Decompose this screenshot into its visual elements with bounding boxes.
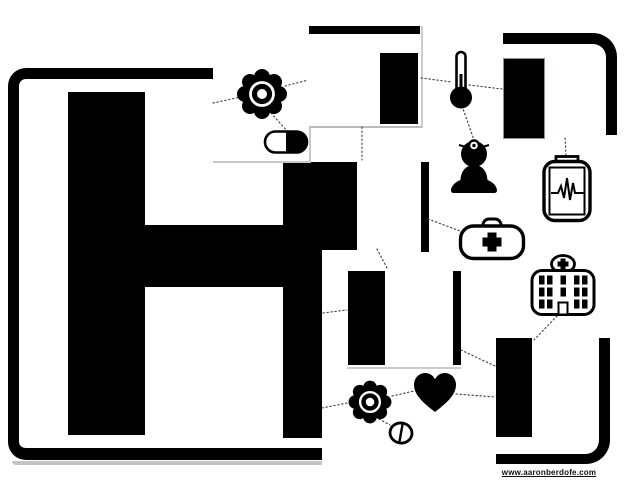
germ-flower-icon <box>346 378 394 426</box>
connector-line <box>564 137 567 156</box>
placeholder-rect <box>380 53 418 124</box>
connector-line <box>284 79 309 87</box>
placeholder-bar <box>453 271 461 365</box>
connector-line <box>468 84 503 90</box>
thermometer-icon <box>448 50 474 110</box>
heart-icon <box>412 371 458 415</box>
h-right-bar-lower <box>283 250 322 438</box>
first-aid-kit-icon <box>458 217 526 261</box>
first-aid-kit-icon <box>458 217 526 261</box>
connector-line <box>376 248 388 269</box>
connector-line <box>270 112 289 133</box>
hospital-building-icon <box>530 254 596 316</box>
connector-line <box>427 218 461 232</box>
pill-capsule-icon <box>263 130 309 154</box>
connector-line <box>455 393 496 398</box>
card-bottom-middle <box>347 268 461 369</box>
connector-line <box>212 96 242 104</box>
watermark-link[interactable]: www.aaronberdofe.com <box>501 468 597 477</box>
connector-line <box>420 77 453 83</box>
doctor-bust-icon <box>450 139 498 193</box>
placeholder-rect <box>348 271 385 365</box>
h-left-bar <box>68 92 145 435</box>
connector-line <box>460 349 496 367</box>
connector-line <box>322 309 348 314</box>
connector-line <box>321 402 348 409</box>
hospital-building-icon <box>530 254 596 316</box>
h-sign-frame-shadow <box>12 461 322 465</box>
heart-icon <box>414 373 456 412</box>
frame-corner-bottom-right <box>496 338 610 464</box>
pill-tablet-icon <box>388 421 414 445</box>
card-top-bar <box>309 26 420 34</box>
germ-flower-icon <box>348 380 392 424</box>
germ-flower-icon <box>237 69 287 119</box>
h-right-bar-upper <box>283 162 357 250</box>
connector-line <box>533 315 558 341</box>
doctor-bust-icon <box>451 139 497 193</box>
thermometer-icon <box>450 50 472 109</box>
pill-capsule-icon <box>263 129 309 155</box>
h-sign-frame <box>8 68 322 460</box>
placeholder-bar-middle <box>421 162 429 252</box>
h-crossbar <box>145 225 283 287</box>
pill-tablet-icon <box>387 420 415 446</box>
germ-flower-icon <box>234 66 290 122</box>
connector-line <box>391 390 415 397</box>
frame-corner-top-right <box>503 33 617 135</box>
connector-line <box>461 105 475 141</box>
card-top-middle <box>309 26 423 128</box>
ecg-clipboard-icon <box>542 155 592 223</box>
ecg-clipboard-icon <box>541 154 593 224</box>
